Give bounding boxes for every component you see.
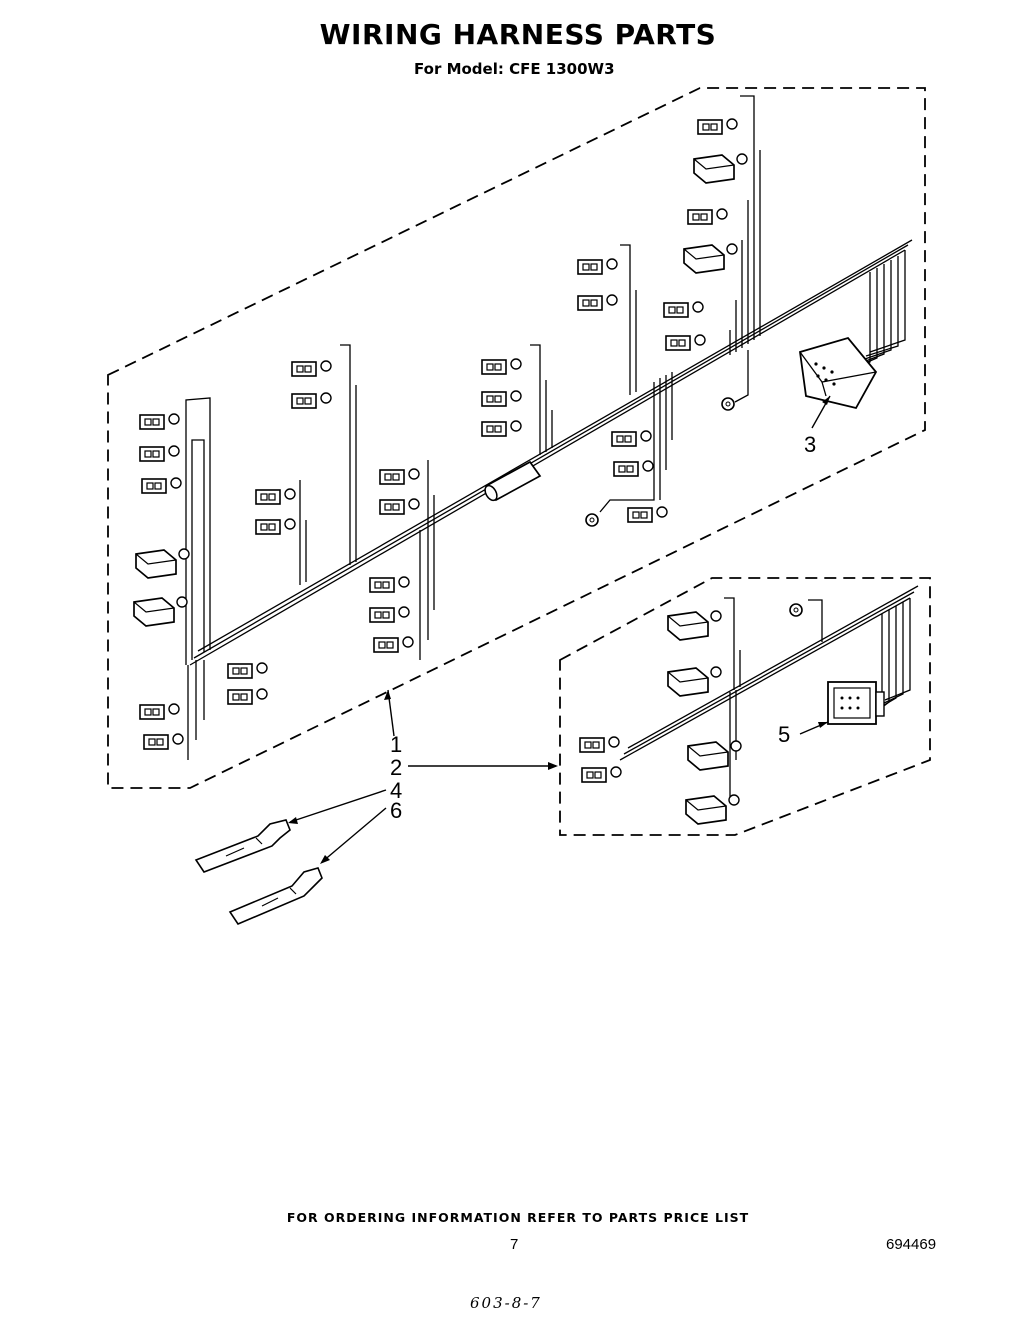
callout-1: 1 — [390, 732, 402, 757]
secondary-harness-boundary — [559, 577, 931, 836]
terminal-item-4 — [194, 819, 291, 873]
page-title: WIRING HARNESS PARTS — [319, 18, 717, 51]
model-subtitle: For Model: CFE 1300W3 — [414, 60, 615, 78]
block-connector-item-5 — [827, 681, 885, 725]
callout-5: 5 — [778, 722, 790, 747]
callout-3: 3 — [804, 432, 816, 457]
callout-leaders — [289, 689, 556, 863]
connectors-group-3 — [369, 460, 435, 660]
ordering-note: FOR ORDERING INFORMATION REFER TO PARTS … — [286, 1210, 750, 1225]
main-harness-boundary — [107, 87, 926, 789]
connectors-group-6 — [663, 95, 761, 411]
connectors-group-5 — [577, 244, 673, 527]
block-connector-item-3 — [799, 336, 878, 410]
document-number: 694469 — [886, 1236, 937, 1253]
callout-4: 4 — [390, 778, 402, 803]
connectors-group-2 — [255, 344, 357, 585]
splice-sleeve — [484, 460, 542, 502]
callout-2: 2 — [390, 755, 402, 780]
left-wire-bundle — [185, 397, 211, 760]
handwritten-note: 603-8-7 — [470, 1294, 542, 1312]
callout-6: 6 — [390, 798, 402, 823]
connectors-secondary — [579, 603, 803, 825]
connectors-left-column — [133, 413, 268, 750]
terminal-item-6 — [228, 867, 323, 925]
page-number: 7 — [510, 1236, 519, 1253]
connectors-group-4 — [481, 344, 553, 455]
